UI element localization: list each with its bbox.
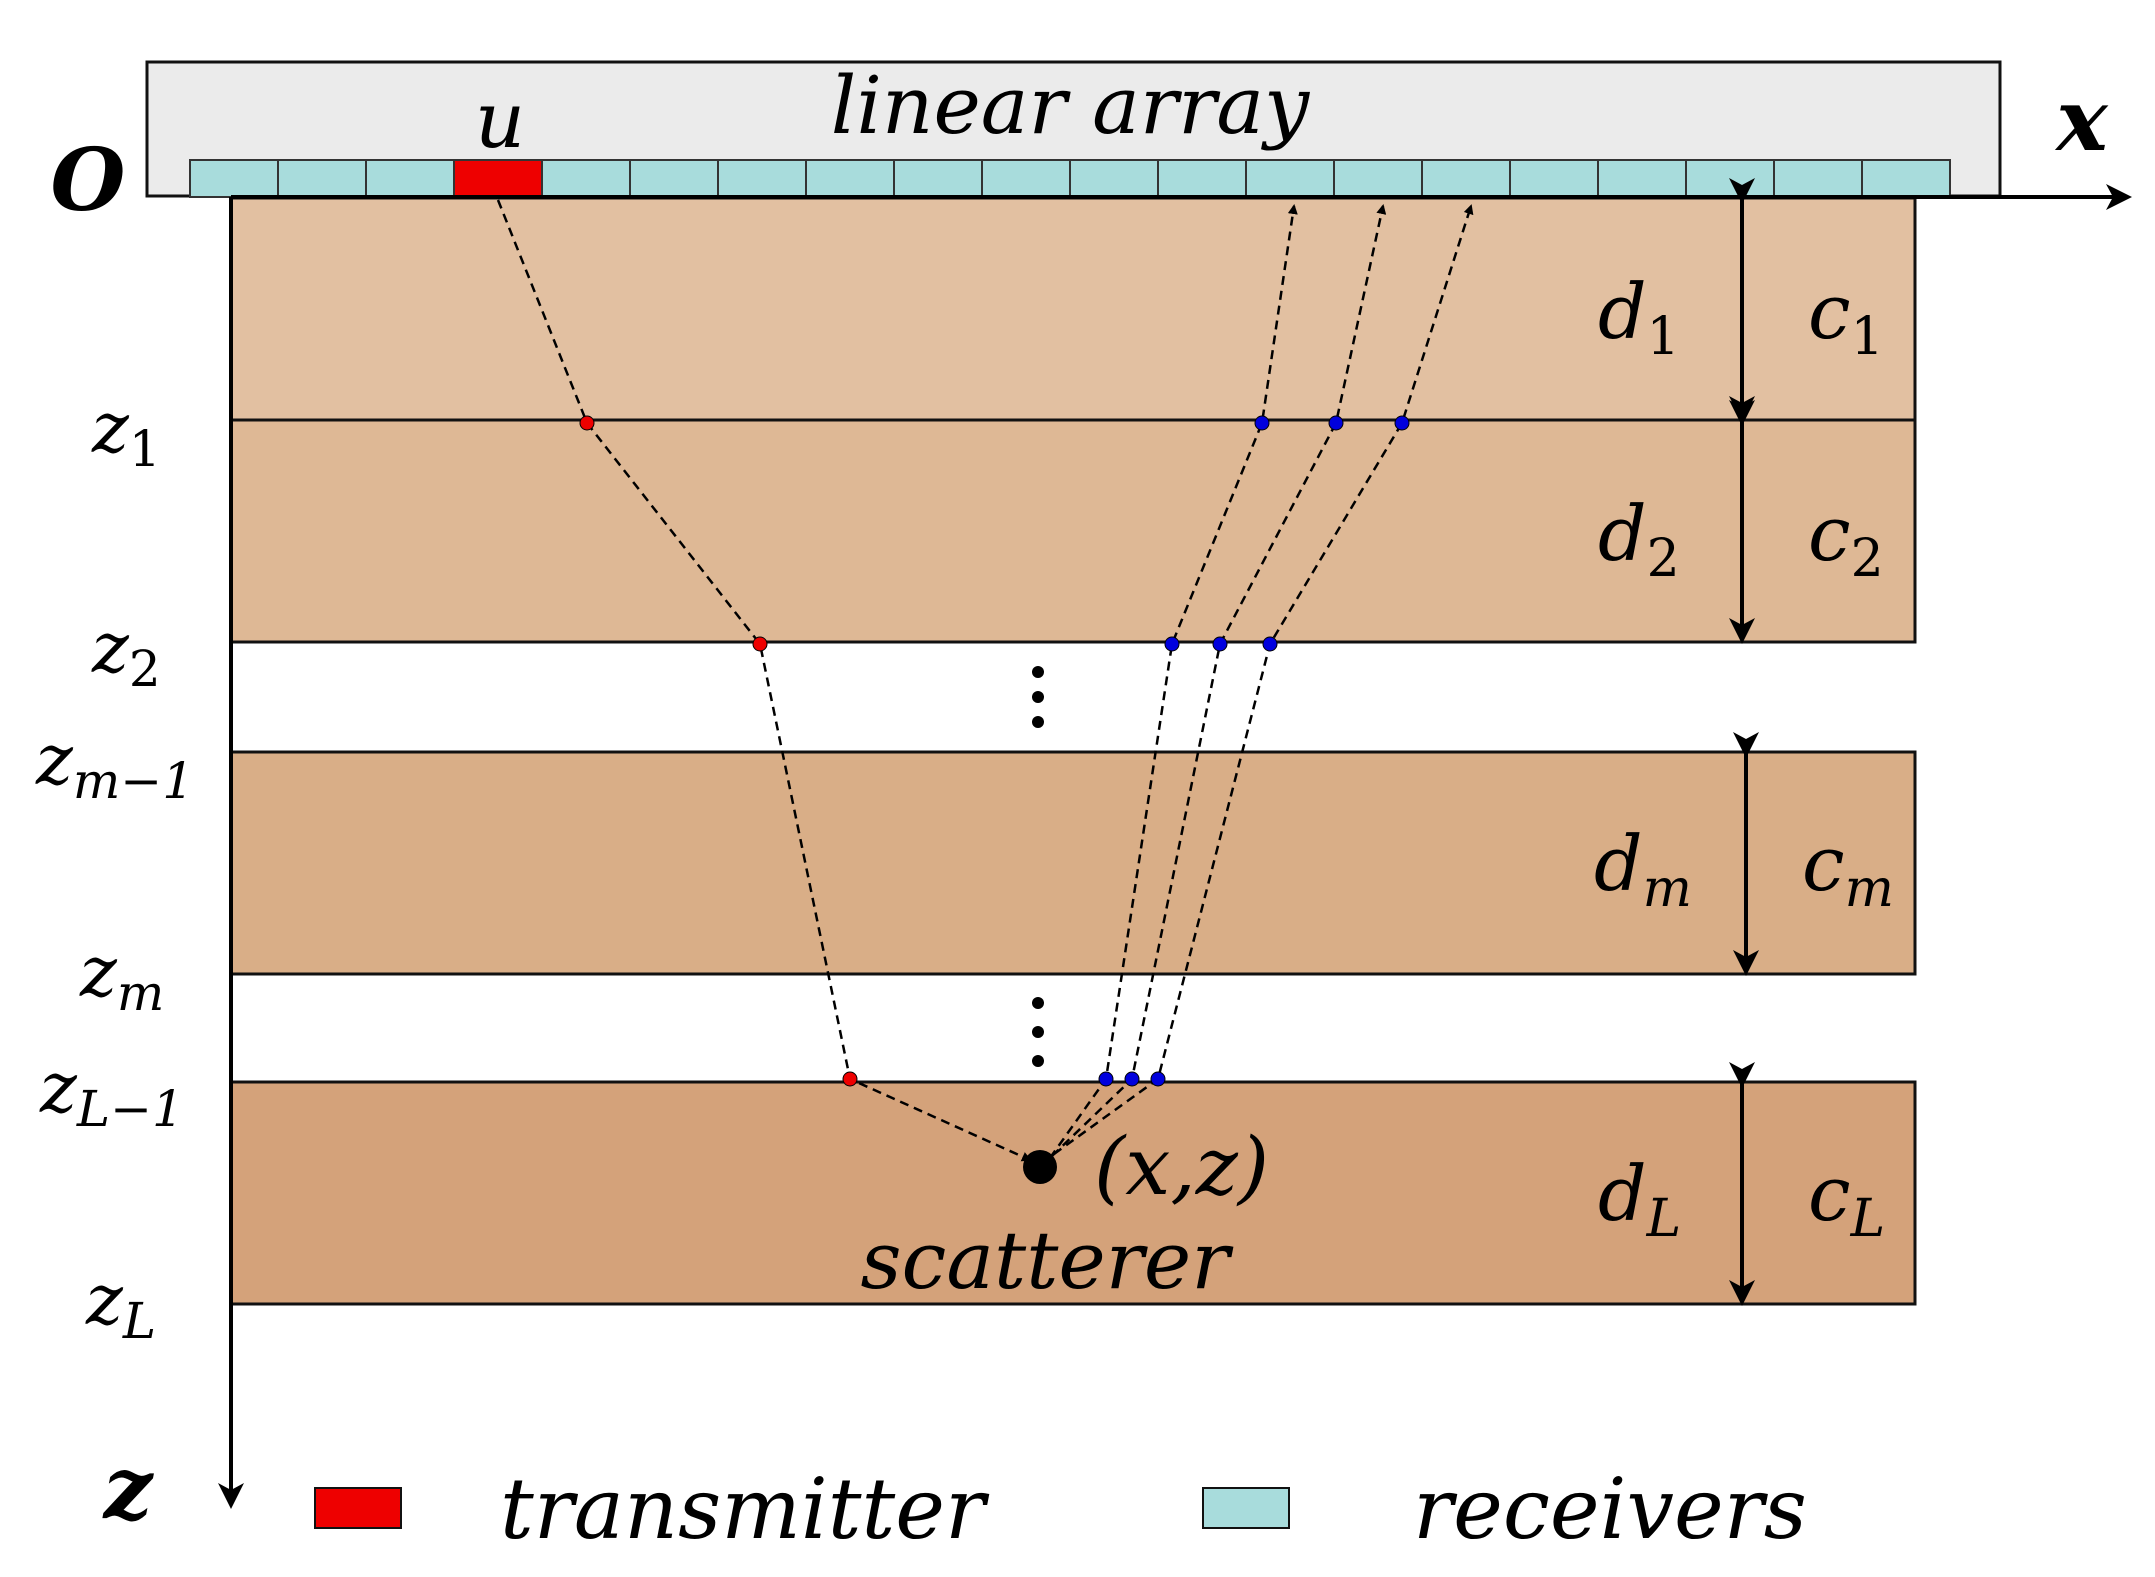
receiver-element xyxy=(1333,159,1423,198)
boundary-label-zL-1: zL−1 xyxy=(39,1047,184,1138)
receiver-element xyxy=(717,159,807,198)
receiver-element xyxy=(1685,159,1775,198)
legend-transmitter-swatch xyxy=(314,1487,402,1529)
receiver-element xyxy=(1509,159,1599,198)
receiver-element xyxy=(365,159,455,198)
transmit-interface-points xyxy=(579,415,858,1087)
array-label: linear array xyxy=(831,59,1311,152)
receiver-element xyxy=(1861,159,1951,198)
receiver-element xyxy=(189,159,279,198)
legend-receivers-label: receivers xyxy=(1413,1460,1807,1558)
receiver-element xyxy=(1773,159,1863,198)
receive-ray-path-2 xyxy=(1051,204,1387,1157)
ellipsis-dots-lower xyxy=(1032,997,1044,1067)
receiver-element xyxy=(893,159,983,198)
receiver-element xyxy=(1069,159,1159,198)
boundary-label-zm-1: zm−1 xyxy=(35,719,194,810)
boundary-label-zL: zL xyxy=(85,1259,156,1350)
receiver-element xyxy=(1157,159,1247,198)
speed-label-cm: cm xyxy=(1802,819,1894,919)
speed-label-cL: cL xyxy=(1808,1149,1885,1249)
receive-interface-points xyxy=(1098,415,1410,1087)
layer-2 xyxy=(229,418,1917,644)
transmitter-symbol: u xyxy=(475,76,525,166)
receiver-element xyxy=(541,159,631,198)
thickness-label-d1: d1 xyxy=(1598,267,1680,367)
receiver-element xyxy=(981,159,1071,198)
layer-L xyxy=(229,1080,1917,1306)
legend-receivers-swatch xyxy=(1202,1487,1290,1529)
origin-label: O xyxy=(51,130,126,231)
receiver-element xyxy=(1245,159,1335,198)
scatterer-label: scatterer xyxy=(860,1214,1234,1307)
z-axis-label: z xyxy=(102,1438,155,1539)
thickness-label-d2: d2 xyxy=(1598,489,1680,589)
boundary-label-z1: z1 xyxy=(91,387,161,478)
receiver-element xyxy=(629,159,719,198)
scatterer-point xyxy=(1023,1150,1057,1184)
scatterer-coordinates: (x,z) xyxy=(1094,1120,1269,1213)
transmitter-element xyxy=(453,159,543,198)
speed-label-c2: c2 xyxy=(1808,489,1884,589)
ellipsis-dots-upper xyxy=(1032,666,1044,728)
receiver-element xyxy=(805,159,895,198)
receive-ray-path-1 xyxy=(1048,204,1298,1159)
thickness-label-dL: dL xyxy=(1598,1149,1681,1249)
speed-label-c1: c1 xyxy=(1808,267,1884,367)
boundary-label-zm: zm xyxy=(79,931,164,1022)
boundary-label-z2: z2 xyxy=(91,607,161,698)
legend-transmitter-label: transmitter xyxy=(500,1460,990,1558)
layer-m xyxy=(229,750,1917,976)
x-axis-label: x xyxy=(2054,70,2109,171)
array-elements xyxy=(189,159,1951,198)
receiver-element xyxy=(1421,159,1511,198)
receiver-element xyxy=(1597,159,1687,198)
thickness-label-dm: dm xyxy=(1594,819,1692,919)
receiver-element xyxy=(277,159,367,198)
